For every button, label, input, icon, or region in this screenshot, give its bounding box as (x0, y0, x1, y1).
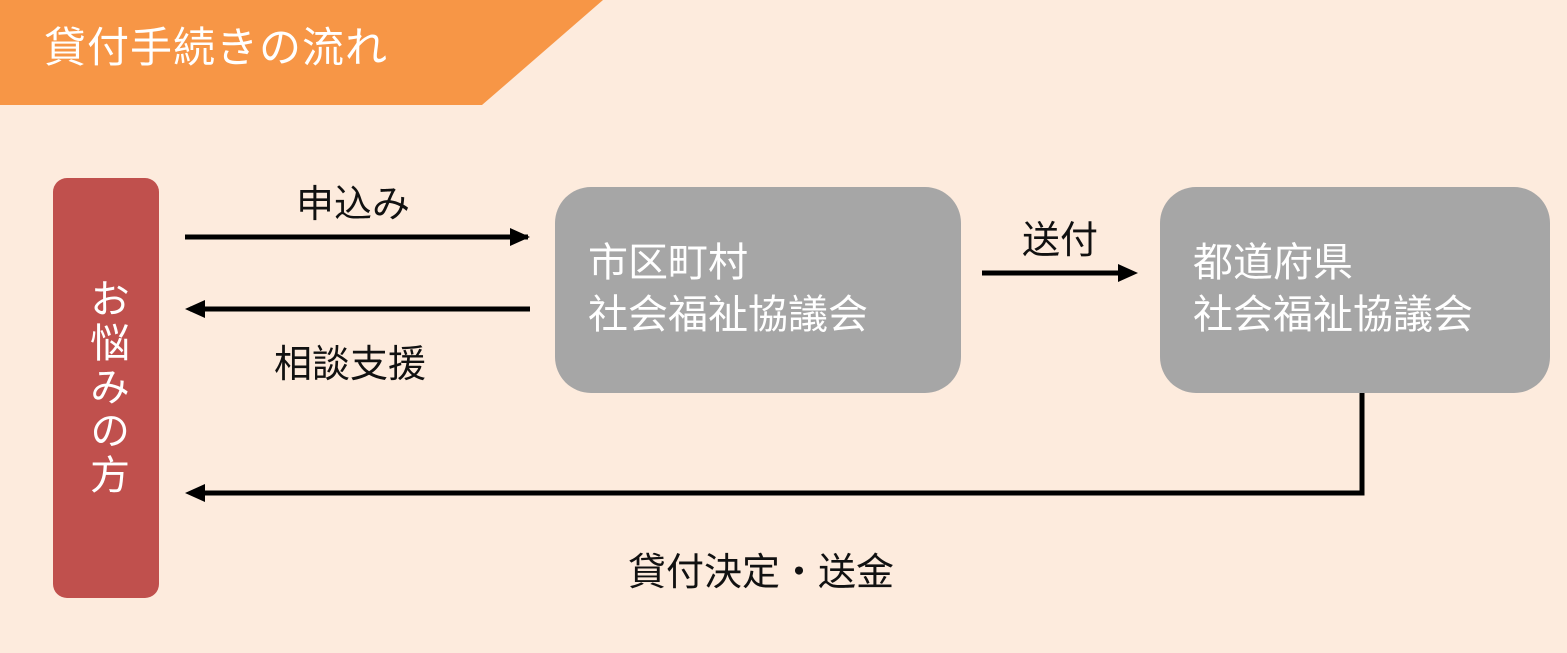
forward-arrow-head (1118, 264, 1138, 282)
city-council-label: 市区町村 社会福祉協議会 (588, 237, 868, 341)
prefecture-council-label: 都道府県 社会福祉協議会 (1193, 237, 1473, 341)
prefecture-council-line1: 都道府県 (1193, 240, 1353, 286)
decision-arrow (192, 393, 1365, 496)
consult-label: 相談支援 (274, 342, 427, 386)
decision-arrow-head (185, 484, 205, 502)
prefecture-council-line2: 社会福祉協議会 (1193, 292, 1473, 338)
forward-label: 送付 (1022, 218, 1099, 262)
city-council-line2: 社会福祉協議会 (588, 292, 868, 338)
city-council-node: 市区町村 社会福祉協議会 (555, 187, 961, 393)
apply-label: 申込み (296, 182, 411, 226)
decision-label: 貸付決定・送金 (628, 550, 895, 594)
consult-arrow-head (185, 300, 205, 318)
city-council-line1: 市区町村 (588, 240, 748, 286)
title-banner: 貸付手続きの流れ (0, 0, 605, 105)
person-node: お悩みの方 (53, 178, 159, 598)
title-banner-shape (0, 0, 603, 105)
person-label: お悩みの方 (83, 278, 129, 498)
apply-arrow-head (510, 228, 530, 246)
prefecture-council-node: 都道府県 社会福祉協議会 (1160, 187, 1550, 393)
diagram-title: 貸付手続きの流れ (44, 23, 389, 72)
